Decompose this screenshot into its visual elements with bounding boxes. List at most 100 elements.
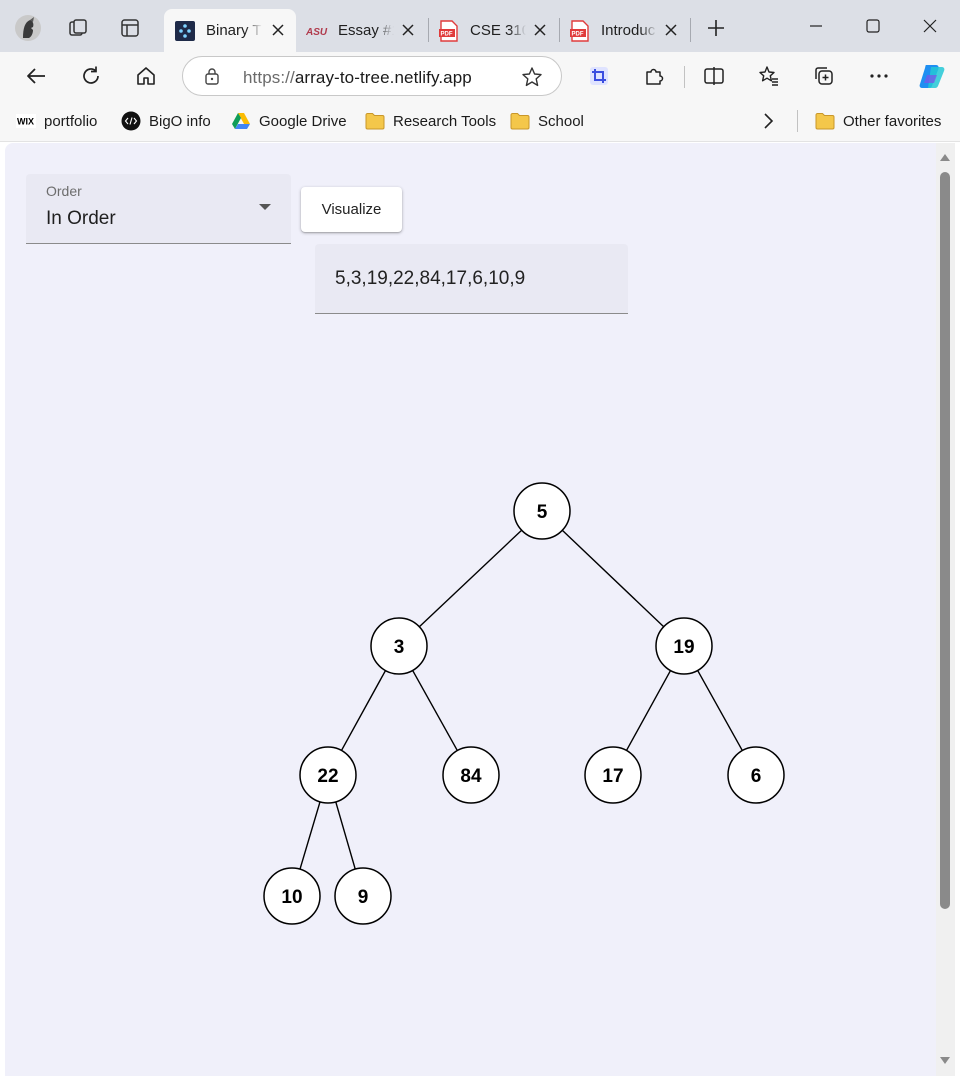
workspaces-icon xyxy=(69,19,87,36)
favorites-button[interactable] xyxy=(751,58,787,94)
visualize-button[interactable]: Visualize xyxy=(301,187,402,232)
tree-edge xyxy=(335,801,356,870)
tree-node-circle xyxy=(442,746,500,804)
tab-title: Binary Tr xyxy=(206,22,262,39)
url-scheme: https:// xyxy=(243,68,295,87)
tree-edge xyxy=(412,670,458,751)
code-icon xyxy=(121,111,141,131)
svg-text:PDF: PDF xyxy=(441,31,453,37)
collections-button[interactable] xyxy=(806,58,842,94)
scrollbar-thumb[interactable] xyxy=(940,172,950,909)
tab-title: Introduc xyxy=(601,22,656,39)
tree-edge xyxy=(299,801,321,870)
back-arrow-icon xyxy=(27,68,45,84)
lock-icon[interactable] xyxy=(204,67,220,90)
minimize-button[interactable] xyxy=(787,4,845,48)
order-select-label: Order xyxy=(46,183,82,199)
bookmark-label: School xyxy=(538,112,584,130)
tree-node-circle xyxy=(584,746,642,804)
svg-text:ASU: ASU xyxy=(306,27,328,38)
pdf-favicon-icon: PDF xyxy=(569,19,591,42)
maximize-button[interactable] xyxy=(844,4,902,48)
scroll-up-arrow-icon[interactable] xyxy=(938,150,952,164)
close-tab-icon[interactable] xyxy=(530,20,550,40)
back-button[interactable] xyxy=(18,58,54,94)
screenshot-extension-button[interactable] xyxy=(581,58,617,94)
tree-node-value: 22 xyxy=(317,766,338,787)
tab-essay[interactable]: ASU Essay #1 xyxy=(296,9,426,52)
tab-introduction[interactable]: PDF Introduc xyxy=(559,9,689,52)
collections-icon xyxy=(815,67,833,85)
address-bar[interactable]: https://array-to-tree.netlify.app xyxy=(182,56,562,96)
copilot-icon xyxy=(919,65,945,88)
bookmark-label: Google Drive xyxy=(259,112,347,130)
close-window-button[interactable] xyxy=(901,4,959,48)
home-button[interactable] xyxy=(128,58,164,94)
extensions-button[interactable] xyxy=(636,58,672,94)
tab-separator xyxy=(559,18,560,42)
tab-separator xyxy=(690,18,691,42)
tree-favicon-icon xyxy=(174,20,196,42)
bookmark-portfolio[interactable]: WIX portfolio xyxy=(16,109,97,133)
tree-node: 17 xyxy=(584,746,642,804)
workspaces-button[interactable] xyxy=(60,10,96,46)
bookmark-school[interactable]: School xyxy=(510,109,584,133)
refresh-button[interactable] xyxy=(73,58,109,94)
tree-node-value: 3 xyxy=(394,637,405,658)
tree-edge xyxy=(418,529,523,628)
bookmarks-divider xyxy=(797,110,798,132)
tab-cse310[interactable]: PDF CSE 310 xyxy=(428,9,558,52)
split-screen-icon xyxy=(704,67,724,85)
settings-more-button[interactable] xyxy=(861,58,897,94)
favorites-star-icon xyxy=(759,66,778,86)
plus-icon xyxy=(708,20,724,36)
bookmarks-bar: WIX portfolio BigO info Google Drive Res… xyxy=(0,100,960,142)
order-select[interactable]: Order In Order xyxy=(26,174,291,244)
tree-node: 6 xyxy=(727,746,785,804)
tree-node: 22 xyxy=(299,746,357,804)
tree-node-circle xyxy=(727,746,785,804)
tree-node-circle xyxy=(299,746,357,804)
bookmark-research-tools[interactable]: Research Tools xyxy=(365,109,496,133)
bookmark-label: portfolio xyxy=(44,112,98,130)
chevron-right-icon xyxy=(764,113,774,129)
bookmark-label: Research Tools xyxy=(393,112,497,130)
tree-node-circle xyxy=(334,867,392,925)
close-tab-icon[interactable] xyxy=(398,20,418,40)
bookmark-google-drive[interactable]: Google Drive xyxy=(231,109,347,133)
split-screen-button[interactable] xyxy=(696,58,732,94)
tab-actions-button[interactable] xyxy=(112,10,148,46)
dropdown-caret-icon[interactable] xyxy=(259,204,271,210)
tree-node-value: 5 xyxy=(537,502,548,523)
favorite-star-icon[interactable] xyxy=(521,66,543,93)
close-tab-icon[interactable] xyxy=(661,20,681,40)
profile-avatar[interactable] xyxy=(10,10,46,46)
crop-icon xyxy=(590,67,608,85)
tree-node: 3 xyxy=(370,617,428,675)
profile-avatar-icon xyxy=(15,15,41,41)
tree-node: 84 xyxy=(442,746,500,804)
tree-node-value: 84 xyxy=(460,766,482,787)
tree-edges xyxy=(299,529,743,870)
array-input[interactable] xyxy=(315,244,628,314)
pdf-favicon-icon: PDF xyxy=(438,19,460,42)
tree-node: 19 xyxy=(655,617,713,675)
new-tab-button[interactable] xyxy=(698,10,734,46)
vertical-tabs-icon xyxy=(121,19,139,37)
tree-edge xyxy=(697,670,743,751)
bookmark-bigo-info[interactable]: BigO info xyxy=(121,109,211,133)
close-tab-icon[interactable] xyxy=(268,20,288,40)
tab-title: CSE 310 xyxy=(470,22,526,39)
copilot-button[interactable] xyxy=(914,58,950,94)
scroll-down-arrow-icon[interactable] xyxy=(938,1054,952,1068)
tree-node-circle xyxy=(513,482,571,540)
url-text: https://array-to-tree.netlify.app xyxy=(243,68,472,88)
bookmark-other-favorites[interactable]: Other favorites xyxy=(815,109,941,133)
bookmarks-overflow-button[interactable] xyxy=(760,109,776,133)
toolbar-divider xyxy=(684,66,685,88)
tree-node: 9 xyxy=(334,867,392,925)
tree-node-circle xyxy=(263,867,321,925)
tab-binary-tree[interactable]: Binary Tr xyxy=(164,9,296,52)
